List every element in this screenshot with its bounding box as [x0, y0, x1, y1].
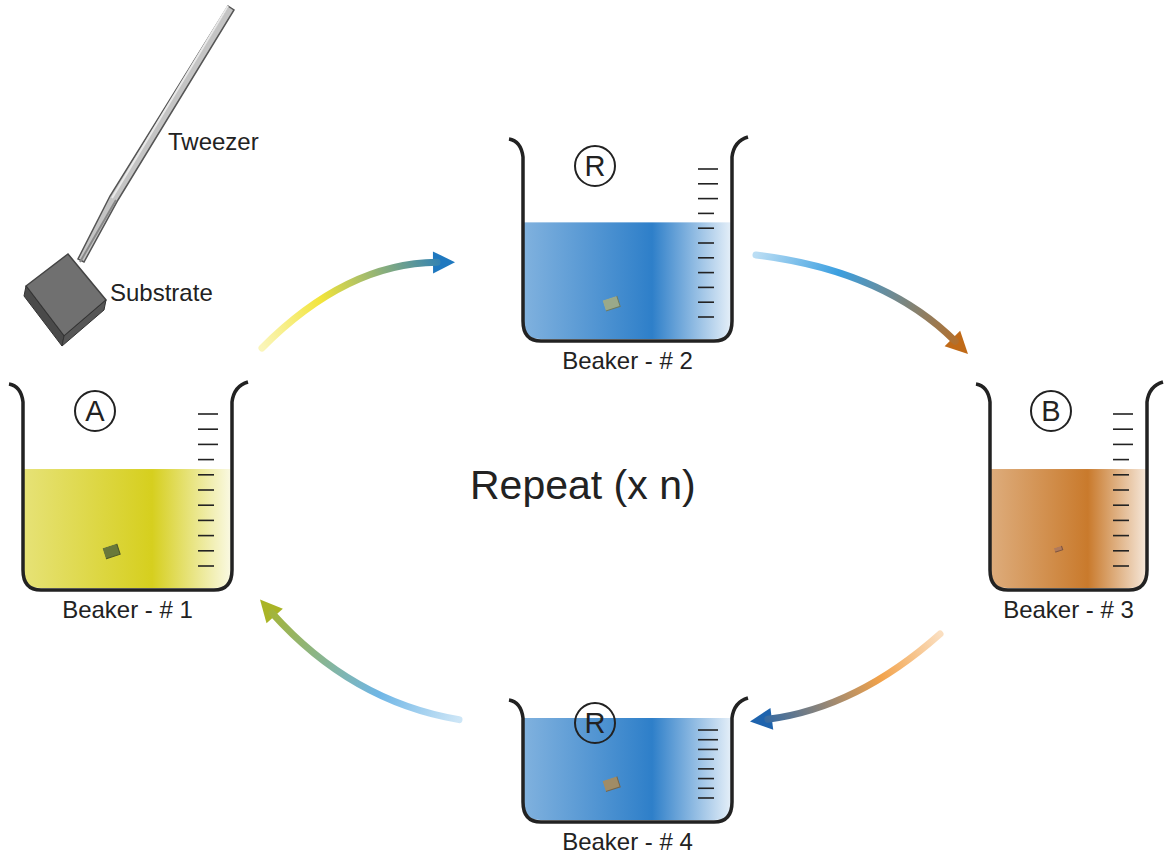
flow-arrow	[756, 255, 968, 354]
flow-arrow	[262, 251, 455, 348]
solution-letter: R	[574, 702, 616, 744]
beaker-glass	[505, 696, 750, 824]
solution-letter: A	[74, 390, 116, 432]
flow-arrow	[260, 600, 459, 720]
beaker: A Beaker - # 1	[5, 380, 250, 624]
beaker-label: Beaker - # 2	[505, 347, 750, 375]
flow-arrow	[750, 634, 940, 730]
cycle-label: Repeat (x n)	[470, 462, 696, 509]
beaker-label: Beaker - # 3	[972, 596, 1165, 624]
beaker: R Beaker - # 2	[505, 135, 750, 375]
beaker-glass	[972, 380, 1165, 592]
beaker-glass	[505, 135, 750, 343]
beaker: R Beaker - # 4	[505, 696, 750, 856]
substrate-piece	[24, 254, 106, 346]
beaker-label: Beaker - # 1	[5, 596, 250, 624]
beaker-label: Beaker - # 4	[505, 828, 750, 856]
part-label: Tweezer	[168, 128, 259, 156]
solution-letter: R	[574, 145, 616, 187]
beaker-glass	[5, 380, 250, 592]
solution-letter: B	[1030, 390, 1072, 432]
part-label: Substrate	[110, 279, 213, 307]
beaker: B Beaker - # 3	[972, 380, 1165, 624]
